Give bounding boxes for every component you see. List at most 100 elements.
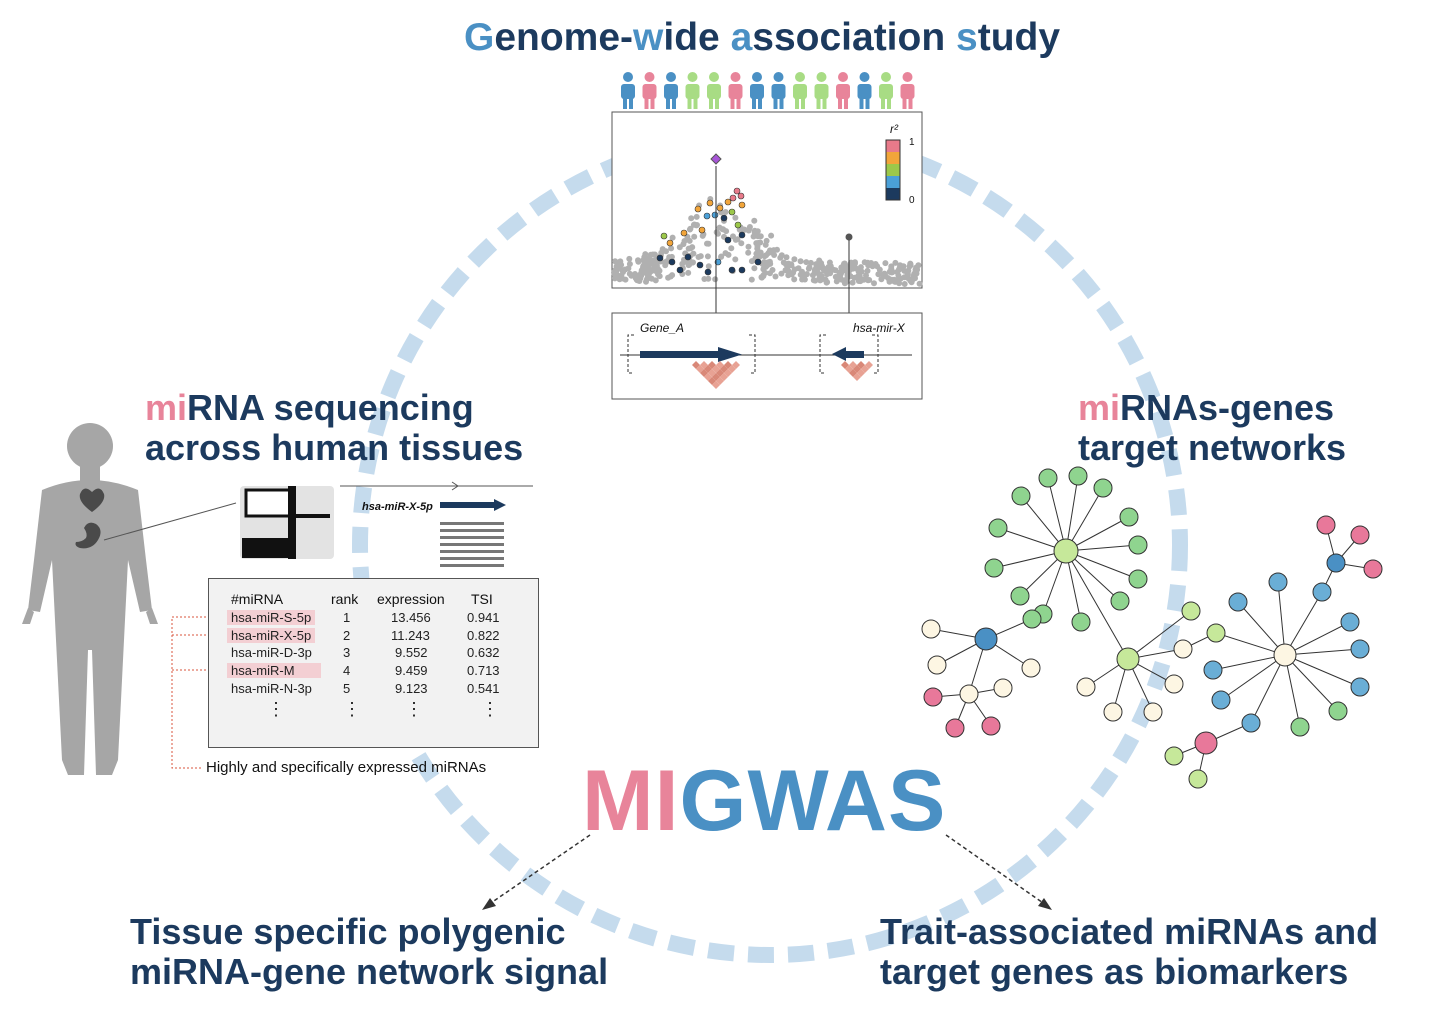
person-icon [771, 72, 786, 109]
network-node [945, 718, 965, 738]
person-icon [857, 72, 872, 109]
person-icon [707, 72, 721, 109]
network-edge [1065, 550, 1139, 580]
ld-block-mirna [841, 361, 873, 381]
locus-plot-frame [611, 111, 923, 289]
read-label: hsa-miR-X-5p [362, 501, 433, 513]
table-row-expression: 13.456 [391, 610, 431, 625]
network-node [1241, 713, 1261, 733]
gwas-title: Genome-wide association study [464, 16, 1061, 59]
network-node [1038, 468, 1058, 488]
r2-min: 0 [909, 195, 915, 206]
person-icon [750, 72, 764, 109]
network-edge [1065, 475, 1079, 552]
network-node [984, 558, 1004, 578]
arrow-to-left-output [487, 834, 591, 906]
network-node [988, 518, 1008, 538]
person-icon [728, 72, 743, 109]
table-row-rank: 4 [343, 663, 351, 678]
network-node [1143, 702, 1163, 722]
network-node [1128, 569, 1148, 589]
network-node [1164, 746, 1184, 766]
network-node [1068, 466, 1088, 486]
network-edge [1220, 654, 1286, 701]
table-row-tsi: 0.941 [467, 610, 500, 625]
network-node [1010, 586, 1030, 606]
person-icon [685, 72, 700, 109]
person-icon [879, 72, 893, 109]
network-node [1021, 658, 1041, 678]
network-node [1203, 660, 1223, 680]
ellipsis: ⋮ [481, 699, 499, 719]
network-node [927, 655, 947, 675]
network-edge [1284, 648, 1361, 656]
network-node [1326, 553, 1346, 573]
network-node [1071, 612, 1091, 632]
r2-label: r² [890, 122, 899, 136]
network-node [1022, 609, 1042, 629]
network-node [1181, 601, 1201, 621]
table-row-rank: 1 [343, 610, 351, 625]
table-header-expression: expression [377, 591, 445, 607]
network-node [1164, 674, 1184, 694]
person-icon [814, 72, 829, 109]
network-edge [1215, 632, 1286, 656]
mirna-expression-table: #miRNA rank expression TSI hsa-miR-S-5p … [208, 578, 539, 748]
table-row-rank: 5 [343, 681, 351, 696]
network-node [1093, 478, 1113, 498]
table-row-tsi: 0.822 [467, 628, 500, 643]
mirna-snp-marker [845, 233, 853, 241]
network-node [1268, 572, 1288, 592]
table-row-expression: 9.552 [395, 645, 428, 660]
network-edge [1284, 654, 1339, 712]
stomach-icon [75, 522, 101, 549]
network-node [1173, 639, 1193, 659]
network-node [1053, 538, 1079, 564]
table-row-expression: 9.123 [395, 681, 428, 696]
network-edge [1237, 601, 1286, 656]
gene-a-label: Gene_A [640, 321, 684, 335]
table-row-name: hsa-miR-X-5p [227, 628, 316, 643]
ellipsis: ⋮ [267, 699, 285, 719]
network-node [1076, 677, 1096, 697]
population-row [621, 72, 915, 109]
person-icon [621, 72, 635, 109]
person-icon [900, 72, 915, 109]
network-edge [1284, 654, 1301, 728]
network-edge [1250, 654, 1286, 724]
network-node [1350, 639, 1370, 659]
table-row-rank: 3 [343, 645, 351, 660]
network-node [1312, 582, 1332, 602]
ellipsis: ⋮ [343, 699, 361, 719]
network-node [1011, 486, 1031, 506]
network-edge [1284, 621, 1351, 656]
ellipsis: ⋮ [405, 699, 423, 719]
gene-a-arrow [718, 347, 742, 362]
network-node [1328, 701, 1348, 721]
network-node [1316, 515, 1336, 535]
table-row-expression: 11.243 [391, 628, 430, 643]
table-row-name: hsa-miR-M [227, 663, 321, 678]
network-nodes [921, 466, 1383, 789]
network-node [1110, 591, 1130, 611]
network-edge [1212, 654, 1286, 671]
network-node [974, 627, 998, 651]
arrow-to-right-output [945, 834, 1047, 906]
network-node [959, 684, 979, 704]
network-node [993, 678, 1013, 698]
human-body-icon [22, 423, 158, 775]
network-node [921, 619, 941, 639]
network-node [1273, 643, 1297, 667]
association-scatter [611, 187, 923, 287]
r2-max: 1 [909, 137, 915, 148]
sequencer-icon [240, 486, 334, 559]
person-icon [793, 72, 807, 109]
network-node [1363, 559, 1383, 579]
person-icon [836, 72, 850, 109]
mirna-arrow [832, 347, 846, 361]
